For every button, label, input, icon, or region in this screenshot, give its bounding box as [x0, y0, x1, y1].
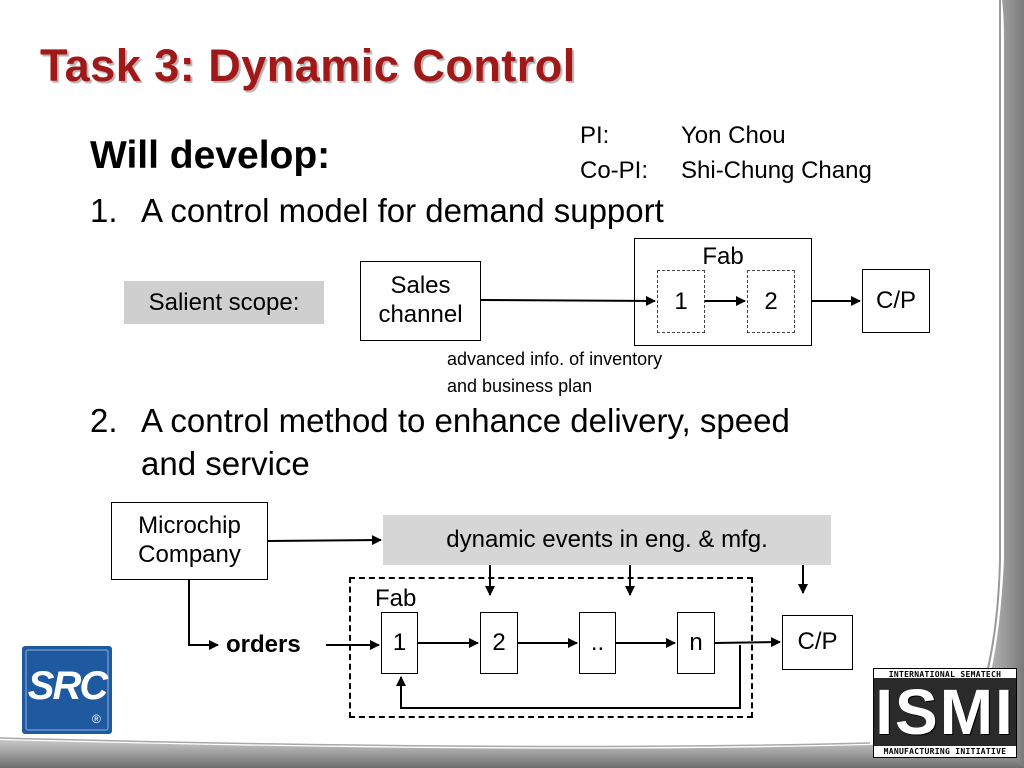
fab-stage-2: 2 — [480, 612, 518, 674]
fab-stage-1-label: 1 — [392, 628, 407, 656]
fab-stage-n: n — [677, 612, 715, 674]
fab-label-1: Fab — [702, 243, 744, 270]
fab-stage-2-label: 2 — [492, 628, 506, 656]
microchip-company-box: Microchip Company — [111, 502, 268, 580]
fab-label-2: Fab — [375, 585, 417, 612]
slide-title: Task 3: Dynamic Control — [40, 40, 576, 91]
item-2-text-line-1: A control method to enhance delivery, sp… — [141, 402, 790, 439]
item-2-text-line-2: and service — [141, 445, 310, 482]
salient-scope-label: Salient scope: — [124, 281, 324, 324]
note-line-1: advanced info. of inventory — [447, 349, 663, 369]
fab-stage-n-label: n — [689, 628, 703, 656]
cp-label-1: C/P — [875, 286, 916, 314]
company-line-2: Company — [138, 541, 241, 568]
sales-line-2: channel — [378, 301, 463, 328]
dynamic-events-box: dynamic events in eng. & mfg. — [383, 515, 831, 565]
stage-2-label: 2 — [764, 287, 778, 315]
pi-label: PI: — [580, 122, 610, 149]
company-line-1: Microchip — [138, 512, 241, 540]
cp-box-1: C/P — [862, 269, 930, 333]
fab-stage-1: 1 — [381, 612, 418, 674]
ismi-logo: INTERNATIONAL SEMATECH ISMI MANUFACTURIN… — [873, 668, 1017, 758]
ismi-bottom-text: MANUFACTURING INITIATIVE — [883, 747, 1007, 756]
sales-channel-box: Sales channel — [360, 261, 481, 341]
fab-stage-dots: .. — [579, 612, 616, 674]
item-1-text: A control model for demand support — [141, 192, 664, 229]
ismi-main-text: ISMI — [875, 676, 1015, 748]
cp-box-2: C/P — [782, 615, 853, 670]
ismi-top-text: INTERNATIONAL SEMATECH — [888, 670, 1002, 679]
fab-box-2 — [349, 577, 753, 718]
src-logo-icon — [22, 646, 112, 734]
note-line-2: and business plan — [447, 376, 593, 396]
src-registered-mark: ® — [92, 712, 101, 726]
stage-1-label: 1 — [674, 287, 688, 315]
stage-2-box: 2 — [747, 270, 795, 333]
stage-1-box: 1 — [657, 270, 705, 333]
pi-name: Yon Chou — [681, 122, 786, 149]
orders-label: orders — [226, 631, 301, 658]
item-2-number: 2. — [90, 402, 118, 439]
copi-label: Co-PI: — [580, 157, 649, 184]
copi-name: Shi-Chung Chang — [681, 157, 872, 184]
src-logo: SRC ® — [22, 646, 112, 734]
cp-label-2: C/P — [797, 628, 838, 656]
fab-stage-dots-label: .. — [590, 628, 605, 656]
src-logo-text: SRC — [27, 664, 108, 708]
item-1-number: 1. — [90, 192, 118, 229]
section-heading: Will develop: — [90, 134, 331, 177]
sales-line-1: Sales — [390, 272, 451, 300]
